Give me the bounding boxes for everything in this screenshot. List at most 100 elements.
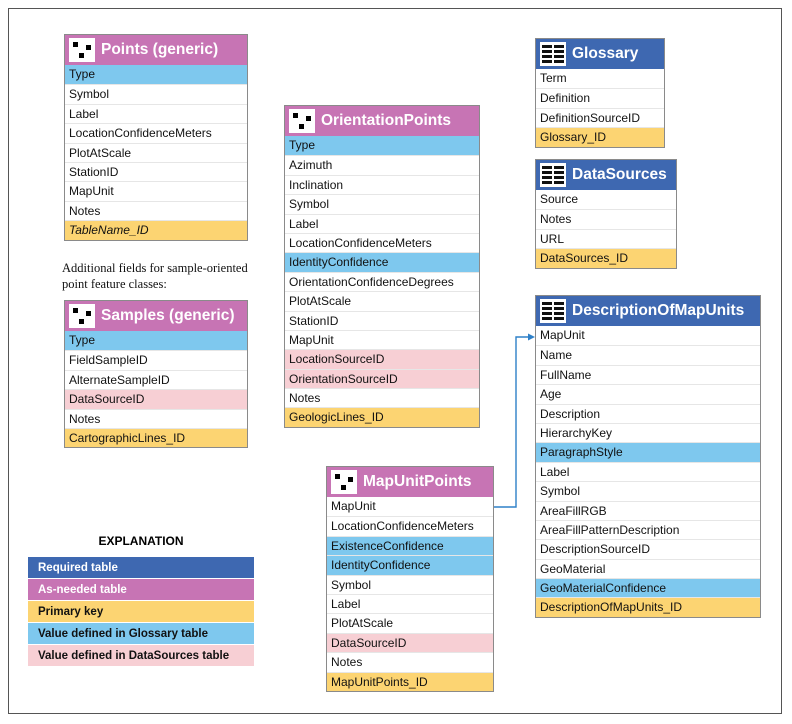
- field-row: Notes: [285, 388, 479, 407]
- field-row: MapUnit: [285, 329, 479, 349]
- field-row: ParagraphStyle: [536, 442, 760, 462]
- point-features-icon: [69, 38, 95, 62]
- legend-primary-key: Primary key: [28, 601, 254, 623]
- field-row: DataSourceID: [327, 632, 493, 653]
- field-row: IdentityConfidence: [285, 252, 479, 272]
- primary-key-row: Glossary_ID: [536, 127, 664, 147]
- legend-datasources-value: Value defined in DataSources table: [28, 645, 254, 667]
- field-row: GeoMaterial: [536, 558, 760, 578]
- table-data-sources: DataSources Source Notes URL DataSources…: [535, 159, 677, 269]
- point-features-icon: [69, 304, 95, 328]
- table-header: DataSources: [536, 160, 676, 190]
- primary-key-row: GeologicLines_ID: [285, 407, 479, 427]
- field-row: Symbol: [65, 84, 247, 103]
- field-row: DescriptionSourceID: [536, 539, 760, 558]
- table-header: Samples (generic): [65, 301, 247, 331]
- field-row: OrientationConfidenceDegrees: [285, 271, 479, 291]
- table-title: MapUnitPoints: [363, 473, 472, 490]
- field-row: Type: [65, 65, 247, 85]
- field-row: StationID: [65, 161, 247, 181]
- field-row: MapUnit: [540, 328, 585, 342]
- field-row: LocationConfidenceMeters: [285, 232, 479, 252]
- field-row: FieldSampleID: [65, 350, 247, 369]
- field-row: MapUnit: [331, 499, 376, 513]
- field-row: Name: [536, 345, 760, 364]
- field-row: PlotAtScale: [327, 613, 493, 632]
- table-map-unit-points: MapUnitPoints MapUnit LocationConfidence…: [326, 466, 494, 692]
- field-row: Inclination: [285, 174, 479, 194]
- field-row: URL: [536, 228, 676, 248]
- table-title: Points (generic): [101, 41, 219, 58]
- field-row: ExistenceConfidence: [327, 535, 493, 556]
- field-row: HierarchyKey: [536, 422, 760, 442]
- table-glossary: Glossary Term Definition DefinitionSourc…: [535, 38, 665, 148]
- table-title: DescriptionOfMapUnits: [572, 302, 745, 319]
- field-row: Notes: [65, 408, 247, 428]
- table-title: OrientationPoints: [321, 112, 452, 129]
- table-header: Points (generic): [65, 35, 247, 65]
- table-description-of-map-units: DescriptionOfMapUnits MapUnit Name FullN…: [535, 295, 761, 618]
- field-row: PlotAtScale: [65, 142, 247, 162]
- field-row: Label: [65, 103, 247, 123]
- field-row: Notes: [536, 209, 676, 228]
- table-header: MapUnitPoints: [327, 467, 493, 497]
- table-samples-generic: Samples (generic) Type FieldSampleID Alt…: [64, 300, 248, 449]
- field-row: Label: [327, 593, 493, 613]
- table-title: Glossary: [572, 45, 639, 62]
- table-icon: [540, 299, 566, 323]
- field-row: Symbol: [536, 481, 760, 500]
- table-title: Samples (generic): [101, 307, 235, 324]
- field-row: Type: [65, 331, 247, 351]
- field-row: Age: [536, 384, 760, 403]
- primary-key-row: CartographicLines_ID: [65, 427, 247, 448]
- table-header: Glossary: [536, 39, 664, 69]
- field-row: LocationConfidenceMeters: [327, 516, 493, 535]
- explanation-title: EXPLANATION: [98, 534, 184, 548]
- field-row: AlternateSampleID: [65, 369, 247, 389]
- field-row: Label: [285, 213, 479, 233]
- field-row: LocationConfidenceMeters: [65, 123, 247, 142]
- primary-key-row: DataSources_ID: [536, 248, 676, 268]
- table-points-generic: Points (generic) Type Symbol Label Locat…: [64, 34, 248, 241]
- field-row: IdentityConfidence: [327, 555, 493, 575]
- table-icon: [540, 42, 566, 66]
- field-row: LocationSourceID: [285, 349, 479, 369]
- field-row: OrientationSourceID: [285, 368, 479, 389]
- table-icon: [540, 163, 566, 187]
- field-row: AreaFillPatternDescription: [536, 519, 760, 539]
- field-row: DataSourceID: [65, 389, 247, 409]
- primary-key-row: TableName_ID: [65, 220, 247, 240]
- table-header: OrientationPoints: [285, 106, 479, 136]
- primary-key-row: DescriptionOfMapUnits_ID: [536, 597, 760, 617]
- field-row: Notes: [327, 652, 493, 671]
- point-features-icon: [331, 470, 357, 494]
- field-row: Symbol: [285, 194, 479, 213]
- table-title: DataSources: [572, 166, 667, 183]
- field-row: Notes: [65, 200, 247, 220]
- field-row: Type: [285, 136, 479, 156]
- samples-note: Additional fields for sample-oriented po…: [62, 261, 248, 291]
- field-row: DefinitionSourceID: [536, 107, 664, 127]
- legend-as-needed-table: As-needed table: [28, 579, 254, 601]
- table-orientation-points: OrientationPoints Type Azimuth Inclinati…: [284, 105, 480, 428]
- legend: Required table As-needed table Primary k…: [28, 557, 254, 667]
- field-row: Symbol: [327, 574, 493, 594]
- legend-glossary-value: Value defined in Glossary table: [28, 623, 254, 645]
- field-row: AreaFillRGB: [536, 500, 760, 520]
- field-row: Azimuth: [285, 155, 479, 174]
- legend-required-table: Required table: [28, 557, 254, 579]
- field-row: PlotAtScale: [285, 291, 479, 310]
- field-row: Label: [536, 461, 760, 481]
- diagram-frame: [8, 8, 782, 714]
- field-row: Term: [540, 71, 567, 85]
- table-header: DescriptionOfMapUnits: [536, 296, 760, 326]
- field-row: StationID: [285, 310, 479, 330]
- field-row: FullName: [536, 364, 760, 384]
- primary-key-row: MapUnitPoints_ID: [327, 671, 493, 691]
- field-row: Source: [540, 192, 579, 206]
- field-row: GeoMaterialConfidence: [536, 578, 760, 598]
- point-features-icon: [289, 109, 315, 133]
- field-row: Description: [536, 403, 760, 423]
- field-row: Definition: [536, 88, 664, 107]
